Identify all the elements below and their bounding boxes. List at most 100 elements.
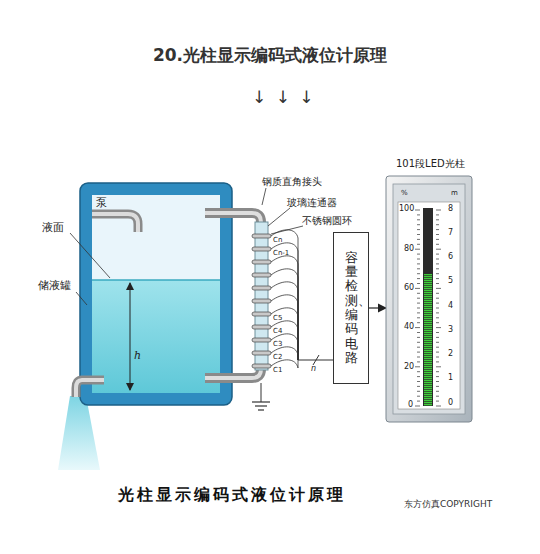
scale-number: 40 [404,323,414,332]
scale-tick [417,224,420,225]
steel-ring [252,260,271,264]
dimension-label: h [134,350,141,362]
scale-tick [436,386,439,387]
box-text: 容量检测、编码电路 [345,251,358,365]
steel-ring [252,325,271,329]
scale-tick [417,298,420,299]
led-segment [424,402,432,403]
led-segment [424,360,432,361]
led-segment [424,332,432,333]
led-segment [424,310,432,311]
scale-tick [436,288,441,289]
electrode-label: Cn-1 [273,250,289,258]
scale-number: 0 [408,401,413,410]
led-segment [424,356,432,357]
scale-tick [415,406,420,407]
part-label: 储液罐 [38,280,71,292]
scale-number: 3 [448,326,453,335]
scale-tick [417,244,420,245]
scale-tick [436,361,439,362]
scale-tick [417,214,420,215]
ring-wire [271,243,298,360]
scale-tick [436,371,439,372]
scale-tick [417,263,420,264]
led-segment [424,296,432,297]
part-label: 泵 [96,197,107,209]
scale-tick [436,244,439,245]
led-segment [424,278,432,279]
led-segment [424,362,432,363]
scale-tick [436,254,439,255]
steel-ring [252,351,271,355]
led-segment [424,304,432,305]
led-segment [424,338,432,339]
led-segment [424,366,432,367]
scale-tick [415,327,420,328]
electrode-label: C5 [273,315,282,323]
signal-arrow [369,307,386,308]
scale-tick [436,391,439,392]
scale-tick [417,229,420,230]
scale-tick [417,337,420,338]
led-segment [424,358,432,359]
led-segment [424,386,432,387]
scale-tick [415,288,420,289]
scale-tick [417,219,420,220]
led-segment [424,400,432,401]
scale-tick [436,376,439,377]
scale-tick [417,303,420,304]
scale-tick [436,210,441,211]
scale-tick [417,259,420,260]
scale-tick [436,268,439,269]
led-segment [424,348,432,349]
led-segment [424,364,432,365]
led-segment [424,326,432,327]
led-segment [424,314,432,315]
scale-tick [436,278,439,279]
part-label: 玻璃连通器 [287,197,337,208]
led-segment [424,306,432,307]
scale-tick [417,381,420,382]
led-segment [424,334,432,335]
led-segment [424,404,432,405]
scale-tick [436,263,439,264]
led-segment [424,302,432,303]
led-segment [424,378,432,379]
led-segment [424,344,432,345]
scale-tick [415,210,420,211]
display-label: 101段LED光柱 [396,158,465,169]
scale-number: 2 [448,350,453,359]
scale-tick [415,366,420,367]
scale-tick [417,361,420,362]
led-segment [424,308,432,309]
led-segment [424,352,432,353]
led-segment [424,382,432,383]
scale-number: 100 [399,205,414,214]
electrode-label: C2 [273,354,282,362]
scale-number: 4 [448,302,453,311]
scale-tick [436,224,439,225]
scale-tick [436,229,439,230]
led-segment [424,350,432,351]
scale-tick [436,298,439,299]
led-segment [424,376,432,377]
scale-number: 7 [448,229,453,238]
scale-tick [436,342,439,343]
led-segment [424,316,432,317]
led-segment [424,300,432,301]
led-segment [424,284,432,285]
scale-tick [436,214,439,215]
scale-number: 20 [404,363,414,372]
led-segment [424,394,432,395]
led-segment [424,274,432,275]
arrow-marks: ↓ ↓ ↓ [252,88,316,107]
scale-tick [436,249,441,250]
bus-width: n [311,365,316,374]
scale-tick [417,342,420,343]
led-segment [424,368,432,369]
electrode-label: C3 [273,341,282,349]
scale-tick [436,219,439,220]
ring-wire [271,308,298,360]
led-segment [424,380,432,381]
led-segment [424,372,432,373]
